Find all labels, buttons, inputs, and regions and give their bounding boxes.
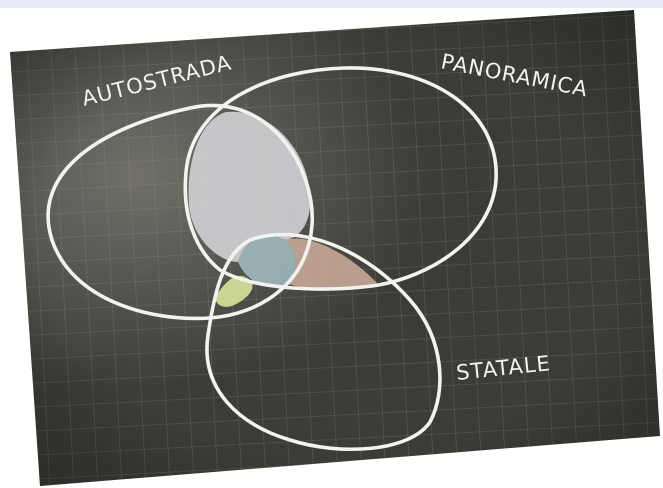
chalkboard-photo: AUTOSTRADA PANORAMICA STATALE xyxy=(0,0,663,488)
